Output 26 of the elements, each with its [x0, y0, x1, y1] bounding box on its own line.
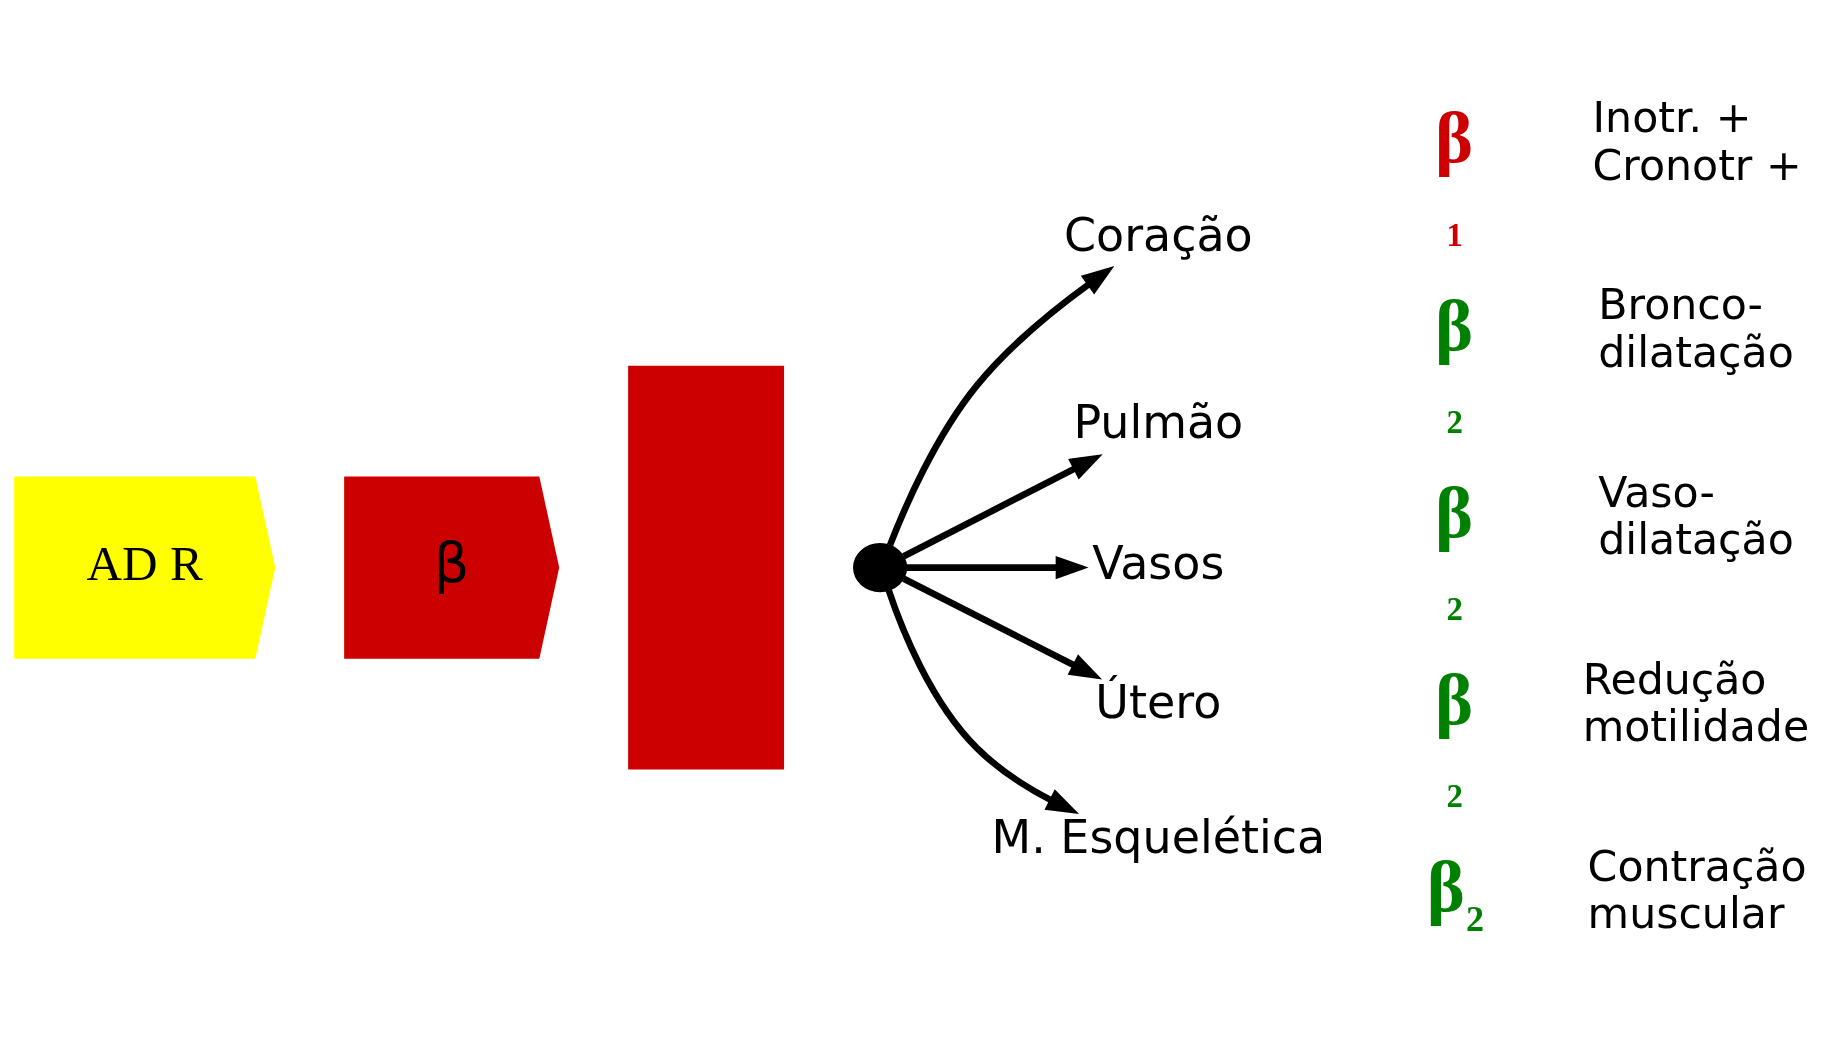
node-circle [853, 542, 908, 593]
node-box [628, 365, 785, 770]
node-text: Coração [1063, 207, 1253, 262]
label: β [1426, 847, 1465, 928]
arrow [885, 589, 1080, 815]
label: 1 [1446, 216, 1463, 253]
node-text: Pulmão [1073, 394, 1244, 449]
arrow [902, 575, 1103, 680]
label: Redução motilidade [1582, 653, 1810, 752]
label: β2 [1434, 285, 1473, 440]
label: β [1434, 472, 1473, 553]
label: β [1434, 98, 1473, 179]
label: β [1434, 659, 1473, 740]
arrow [902, 454, 1103, 560]
label: Inotr. + Cronotr + [1592, 92, 1802, 190]
node-text: Útero [1095, 675, 1222, 730]
label: Contração muscular [1587, 840, 1807, 939]
label: 2 [1466, 899, 1485, 940]
node-text: Vasos [1092, 535, 1225, 590]
label: Bronco- dilatação [1598, 279, 1794, 378]
label: 2 [1446, 778, 1463, 815]
label: Vaso- dilatação [1598, 466, 1794, 565]
arrow [906, 556, 1089, 580]
label: 2 [1446, 591, 1463, 628]
node-text: M. Esquelética [991, 810, 1326, 865]
arrow [886, 266, 1115, 547]
